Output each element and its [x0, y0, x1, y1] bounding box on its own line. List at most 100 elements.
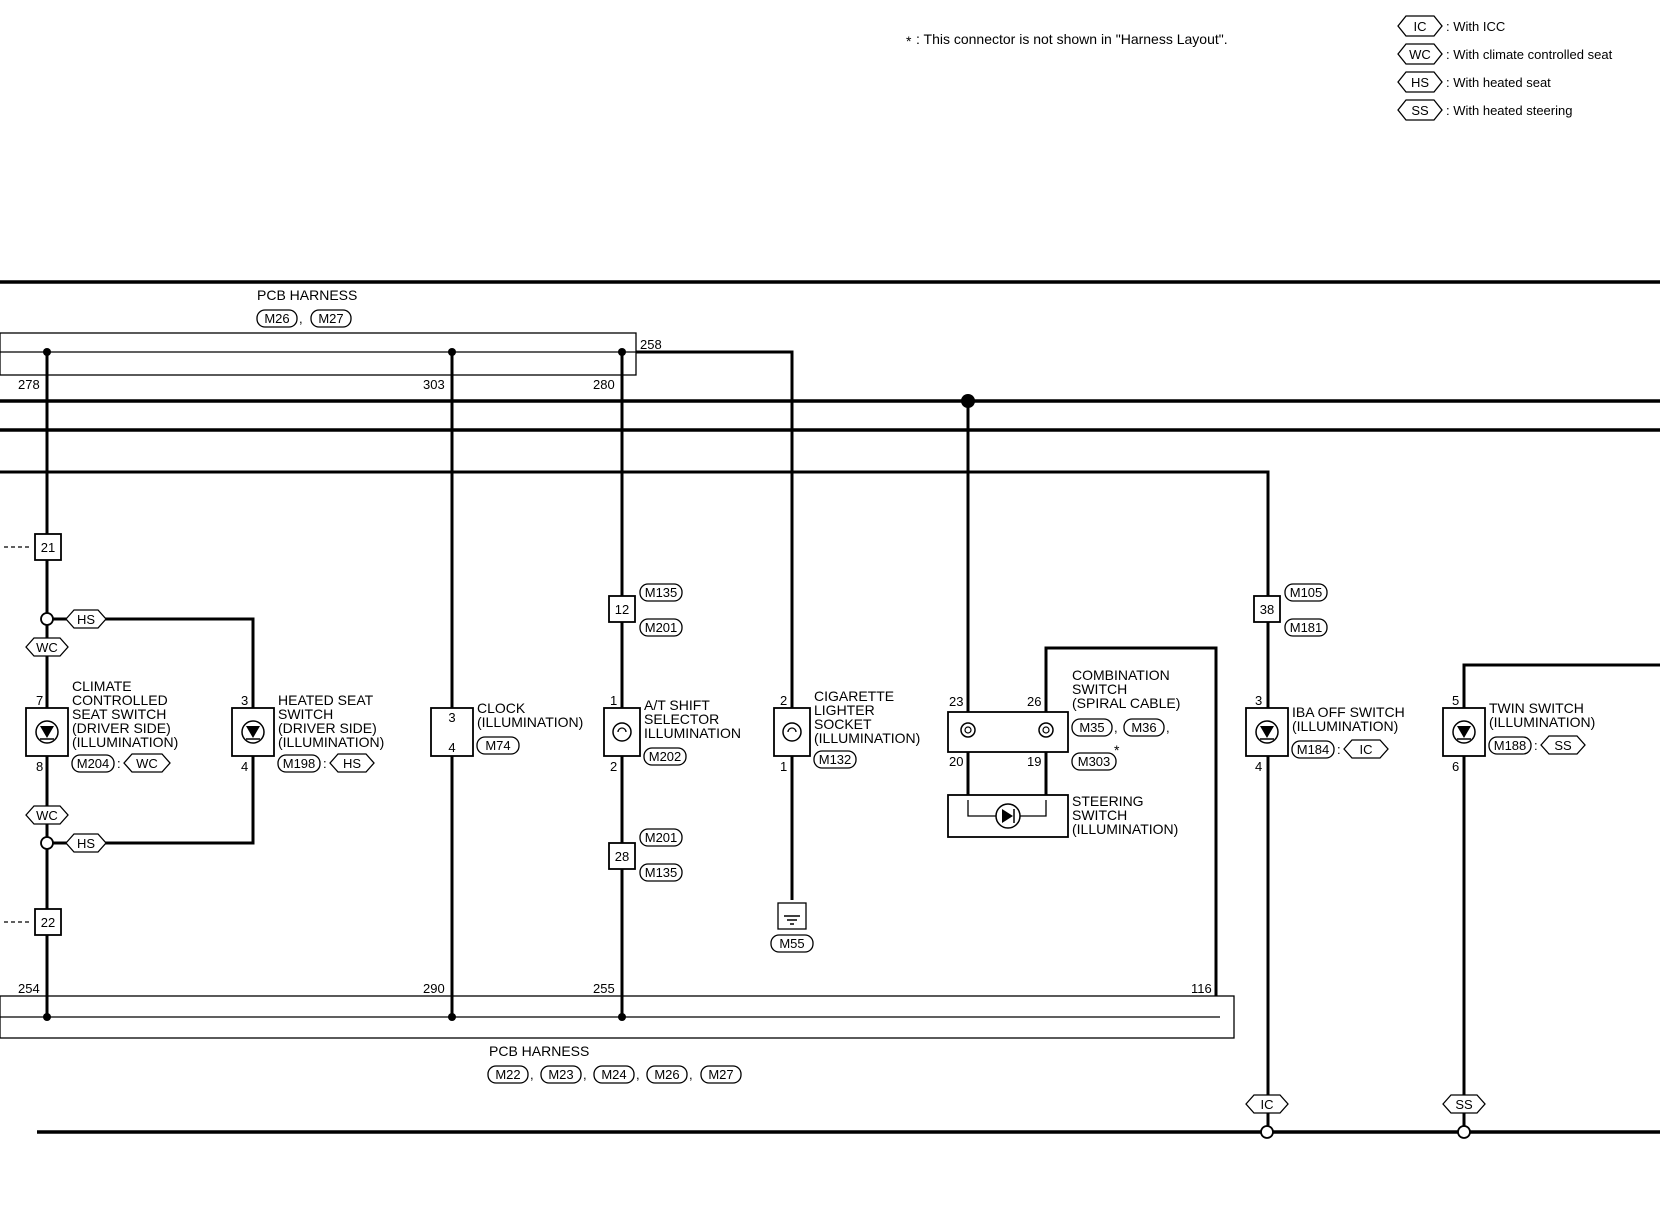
component-name-line-2: (ILLUMINATION) [1489, 714, 1595, 730]
legend-code: HS [1411, 75, 1429, 90]
component-name-line-3: SOCKET [814, 716, 872, 732]
component-option: SS [1554, 738, 1572, 753]
component-name-line-4: (ILLUMINATION) [814, 730, 920, 746]
connector-pill [310, 309, 352, 328]
pcb-harness-bottom: 254 290 255 116 PCB HARNESS M22 , M23 , … [0, 981, 1235, 1084]
option-ic-bottom-label: IC [1261, 1097, 1274, 1112]
pin-26: 26 [1027, 694, 1041, 709]
shift-selector-illumination: 1 2 A/T SHIFT SELECTOR ILLUMINATION M202 [603, 693, 741, 774]
legend-item-hs: HS : With heated seat [1397, 71, 1551, 93]
option-tag-shape [1397, 71, 1443, 93]
joint-28-label: 28 [615, 849, 629, 864]
connector-pill [639, 583, 683, 602]
connector-note: * : This connector is not shown in "Harn… [906, 31, 1228, 49]
connector-pill [593, 1065, 635, 1084]
connector-pill [643, 747, 687, 766]
component-name-line-1: IBA OFF SWITCH [1292, 704, 1405, 720]
wire-twin-switch [1462, 663, 1660, 1130]
option-tag-shape [1397, 99, 1443, 121]
option-tag-hs-bottom [65, 833, 107, 853]
pcb-harness-top: PCB HARNESS M26 , M27 278 303 280 258 [0, 287, 792, 392]
harness-box-top [0, 332, 637, 376]
option-splice [1260, 1125, 1274, 1139]
component-connector: M188 [1494, 738, 1527, 753]
joint-12 [608, 595, 636, 623]
joint-28-connector-b: M135 [645, 865, 678, 880]
ic-branch-wire [0, 470, 1270, 1130]
harness-bottom-connector-3: M24 [601, 1067, 626, 1082]
led-arrow-icon [1260, 726, 1274, 738]
pin-20: 20 [949, 754, 963, 769]
component-option: WC [136, 756, 158, 771]
lamp-icon [612, 722, 632, 742]
joint-22-label: 22 [41, 915, 55, 930]
component-name-line-2: SWITCH [1072, 681, 1127, 697]
component-sep: : [1337, 742, 1341, 757]
pin-top: 1 [610, 693, 617, 708]
pin-19: 19 [1027, 754, 1041, 769]
twin-switch: 5 6 TWIN SWITCH (ILLUMINATION) M188 : SS [1442, 693, 1595, 774]
joint-38-connector-b: M181 [1290, 620, 1323, 635]
joint-22 [34, 908, 62, 936]
legend-code: IC [1414, 19, 1427, 34]
connector-pill [646, 1065, 688, 1084]
steering-switch: STEERING SWITCH (ILLUMINATION) [947, 752, 1178, 838]
harness-top-sep: , [299, 311, 303, 326]
internal-wire [1016, 800, 1047, 817]
connector-pill [770, 934, 814, 953]
connector-pill [71, 754, 115, 773]
connector-pill [1071, 718, 1113, 737]
connector-pill [639, 618, 683, 637]
harness-bottom-connector-1: M22 [495, 1067, 520, 1082]
legend: IC : With ICC WC : With climate controll… [1397, 15, 1613, 121]
joint-12-connector-b: M201 [645, 620, 678, 635]
option-tag-wc-top [25, 637, 69, 657]
option-tag-ic-bottom [1245, 1094, 1289, 1114]
component-name-line-1: CLIMATE [72, 678, 132, 694]
pin-top: 5 [1452, 693, 1459, 708]
pin-bottom: 1 [780, 759, 787, 774]
component-sep: , [1114, 720, 1118, 735]
joint-28-connector-a: M201 [645, 830, 678, 845]
legend-code: SS [1411, 103, 1429, 118]
component-name-line-2: (ILLUMINATION) [1292, 718, 1398, 734]
option-splice [40, 836, 54, 850]
harness-bottom-connector-2: M23 [548, 1067, 573, 1082]
component-sep: , [1166, 720, 1170, 735]
connector-pill [1291, 740, 1335, 759]
connector-pill [639, 863, 683, 882]
harness-top-title: PCB HARNESS [257, 287, 357, 303]
cigarette-lighter-illumination: 2 1 CIGARETTE LIGHTER SOCKET (ILLUMINATI… [770, 688, 920, 953]
component-name-line-2: SELECTOR [644, 711, 719, 727]
option-tag [1540, 735, 1586, 755]
harness-bottom-sep: , [689, 1067, 693, 1082]
lamp-filament-icon [787, 727, 797, 733]
legend-item-ss: SS : With heated steering [1397, 99, 1572, 121]
terminal-303: 303 [423, 377, 445, 392]
harness-box-bottom [0, 995, 1235, 1039]
component-name-line-2: (ILLUMINATION) [477, 714, 583, 730]
option-tag-ss-bottom [1442, 1094, 1486, 1114]
connector-pill [813, 750, 857, 769]
connector-pill [700, 1065, 742, 1084]
component-name-line-3: (DRIVER SIDE) [278, 720, 377, 736]
note-text: : This connector is not shown in "Harnes… [916, 31, 1228, 47]
component-name-line-1: CLOCK [477, 700, 526, 716]
harness-top-connector-2: M27 [318, 311, 343, 326]
harness-bottom-sep: , [583, 1067, 587, 1082]
component-sep: : [323, 756, 327, 771]
spiral-inner-icon [1042, 726, 1050, 734]
terminal-280: 280 [593, 377, 615, 392]
harness-top-connector-1: M26 [264, 311, 289, 326]
led-arrow-icon [1002, 809, 1013, 823]
joint-28 [608, 842, 636, 870]
component-name-line-1: CIGARETTE [814, 688, 894, 704]
connector-pill [256, 309, 298, 328]
option-tag [1343, 739, 1389, 759]
connector-pill [476, 736, 520, 755]
wires [4, 350, 1660, 1130]
option-tag [123, 753, 171, 773]
option-tag-shape [1397, 43, 1443, 65]
led-arrow-icon [40, 726, 54, 738]
